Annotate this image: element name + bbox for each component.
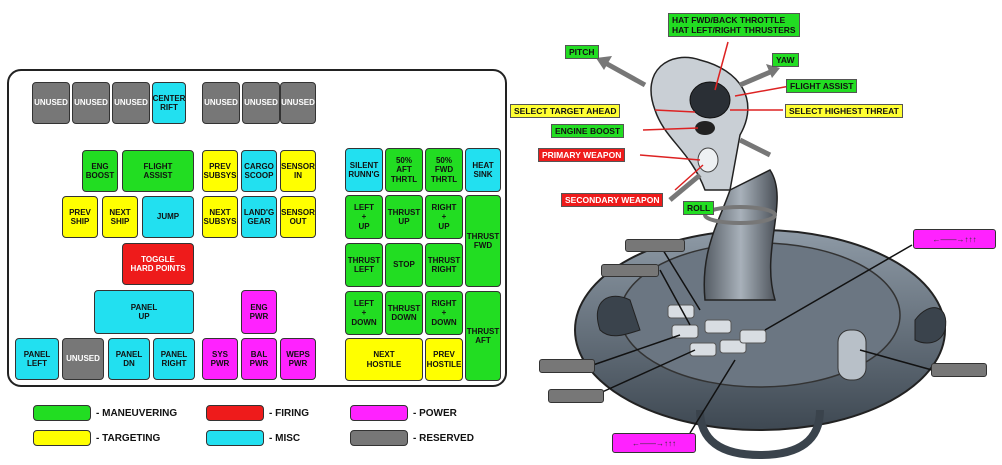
key-thrust-right: THRUST RIGHT	[425, 243, 463, 287]
key-panel-left: PANEL LEFT	[15, 338, 59, 380]
key-bal-pwr: BAL PWR	[241, 338, 277, 380]
hat-switch	[689, 81, 731, 119]
key-thrust-aft: THRUST AFT	[465, 291, 501, 381]
label-pitch: PITCH	[565, 45, 599, 60]
key-toggle-hard-points: TOGGLE HARD POINTS	[122, 243, 194, 285]
pitch-arrow	[598, 57, 647, 88]
base-handle-bottom	[696, 409, 824, 460]
key-unused: UNUSED	[72, 82, 110, 124]
unassigned-button-label	[539, 359, 595, 373]
key-panel-dn: PANEL DN	[108, 338, 150, 380]
key-panel-up: PANEL UP	[94, 290, 194, 334]
legend-label-targeting: - TARGETING	[96, 433, 161, 444]
legend-swatch-maneuvering	[33, 405, 91, 421]
unassigned-button-label	[931, 363, 987, 377]
key-unused: UNUSED	[202, 82, 240, 124]
pitch-arrow-head	[596, 56, 612, 70]
throttle-power-label: ←——→↑↑↑	[612, 433, 696, 453]
yaw-arrow-head	[766, 64, 780, 78]
throttle-power-label: ←——→↑↑↑	[913, 229, 996, 249]
base-button	[719, 339, 747, 354]
label-select-target-ahead: SELECT TARGET AHEAD	[510, 104, 621, 119]
key-aft-throttle: 50% AFT THRTL	[385, 148, 423, 192]
key-eng-boost: ENG BOOST	[82, 150, 118, 192]
base-button	[704, 319, 732, 334]
key-prev-subsys: PREV SUBSYS	[202, 150, 238, 192]
unassigned-button-label	[625, 239, 685, 252]
key-unused: UNUSED	[112, 82, 150, 124]
base-button	[667, 304, 695, 319]
key-sensor-out: SENSOR OUT	[280, 196, 316, 238]
key-fwd-throttle: 50% FWD THRTL	[425, 148, 463, 192]
key-unused: UNUSED	[242, 82, 280, 124]
label-roll: ROLL	[683, 201, 715, 216]
key-silent-running: SILENT RUNN'G	[345, 148, 383, 192]
key-jump: JUMP	[142, 196, 194, 238]
key-next-subsys: NEXT SUBSYS	[202, 196, 238, 238]
key-center-rift: CENTER RIFT	[152, 82, 186, 124]
key-right-up: RIGHT + UP	[425, 195, 463, 239]
key-left-down: LEFT + DOWN	[345, 291, 383, 335]
label-engine-boost: ENGINE BOOST	[551, 124, 625, 139]
base-handle-left	[596, 295, 641, 337]
key-flight-assist: FLIGHT ASSIST	[122, 150, 194, 192]
key-thrust-fwd: THRUST FWD	[465, 195, 501, 287]
legend-label-misc: - MISC	[269, 433, 301, 444]
joystick-stick	[703, 169, 778, 301]
base-button	[689, 342, 717, 357]
legend-label-reserved: - RESERVED	[413, 433, 474, 444]
label-select-highest-threat: SELECT HIGHEST THREAT	[785, 104, 903, 119]
legend-swatch-reserved	[350, 430, 408, 446]
legend-label-power: - POWER	[413, 408, 457, 419]
key-next-ship: NEXT SHIP	[102, 196, 138, 238]
legend-swatch-misc	[206, 430, 264, 446]
key-sys-pwr: SYS PWR	[202, 338, 238, 380]
key-unused: UNUSED	[280, 82, 316, 124]
pitch-down-arrow	[668, 173, 702, 202]
unassigned-button-label	[548, 389, 604, 403]
legend-swatch-targeting	[33, 430, 91, 446]
key-right-down: RIGHT + DOWN	[425, 291, 463, 335]
label-flight-assist: FLIGHT ASSIST	[786, 79, 858, 94]
key-unused: UNUSED	[62, 338, 104, 380]
yaw-arrow	[739, 67, 776, 88]
key-next-hostile: NEXT HOSTILE	[345, 338, 423, 381]
legend-label-firing: - FIRING	[269, 408, 309, 419]
key-prev-hostile: PREV HOSTILE	[425, 338, 463, 381]
key-eng-pwr: ENG PWR	[241, 290, 277, 334]
key-thrust-down: THRUST DOWN	[385, 291, 423, 335]
base-handle-right	[914, 307, 947, 344]
base-button	[739, 329, 767, 344]
key-heat-sink: HEAT SINK	[465, 148, 501, 192]
label-yaw: YAW	[772, 53, 799, 68]
grip-button	[695, 121, 715, 135]
key-unused: UNUSED	[32, 82, 70, 124]
unassigned-button-label	[601, 264, 659, 277]
yaw-right-arrow	[738, 137, 772, 158]
legend-label-maneuvering: - MANEUVERING	[96, 408, 178, 419]
key-panel-right: PANEL RIGHT	[153, 338, 195, 380]
legend-swatch-firing	[206, 405, 264, 421]
trigger-button	[697, 147, 719, 173]
key-left-up: LEFT + UP	[345, 195, 383, 239]
key-weps-pwr: WEPS PWR	[280, 338, 316, 380]
key-sensor-in: SENSOR IN	[280, 150, 316, 192]
throttle-lever	[837, 329, 867, 381]
key-thrust-up: THRUST UP	[385, 195, 423, 239]
key-landing-gear: LAND'G GEAR	[241, 196, 277, 238]
key-stop: STOP	[385, 243, 423, 287]
label-primary-weapon: PRIMARY WEAPON	[538, 148, 626, 163]
legend-swatch-power	[350, 405, 408, 421]
key-cargo-scoop: CARGO SCOOP	[241, 150, 277, 192]
key-thrust-left: THRUST LEFT	[345, 243, 383, 287]
label-secondary-weapon: SECONDARY WEAPON	[561, 193, 664, 208]
key-prev-ship: PREV SHIP	[62, 196, 98, 238]
label-hat: HAT FWD/BACK THROTTLE HAT LEFT/RIGHT THR…	[668, 13, 800, 38]
